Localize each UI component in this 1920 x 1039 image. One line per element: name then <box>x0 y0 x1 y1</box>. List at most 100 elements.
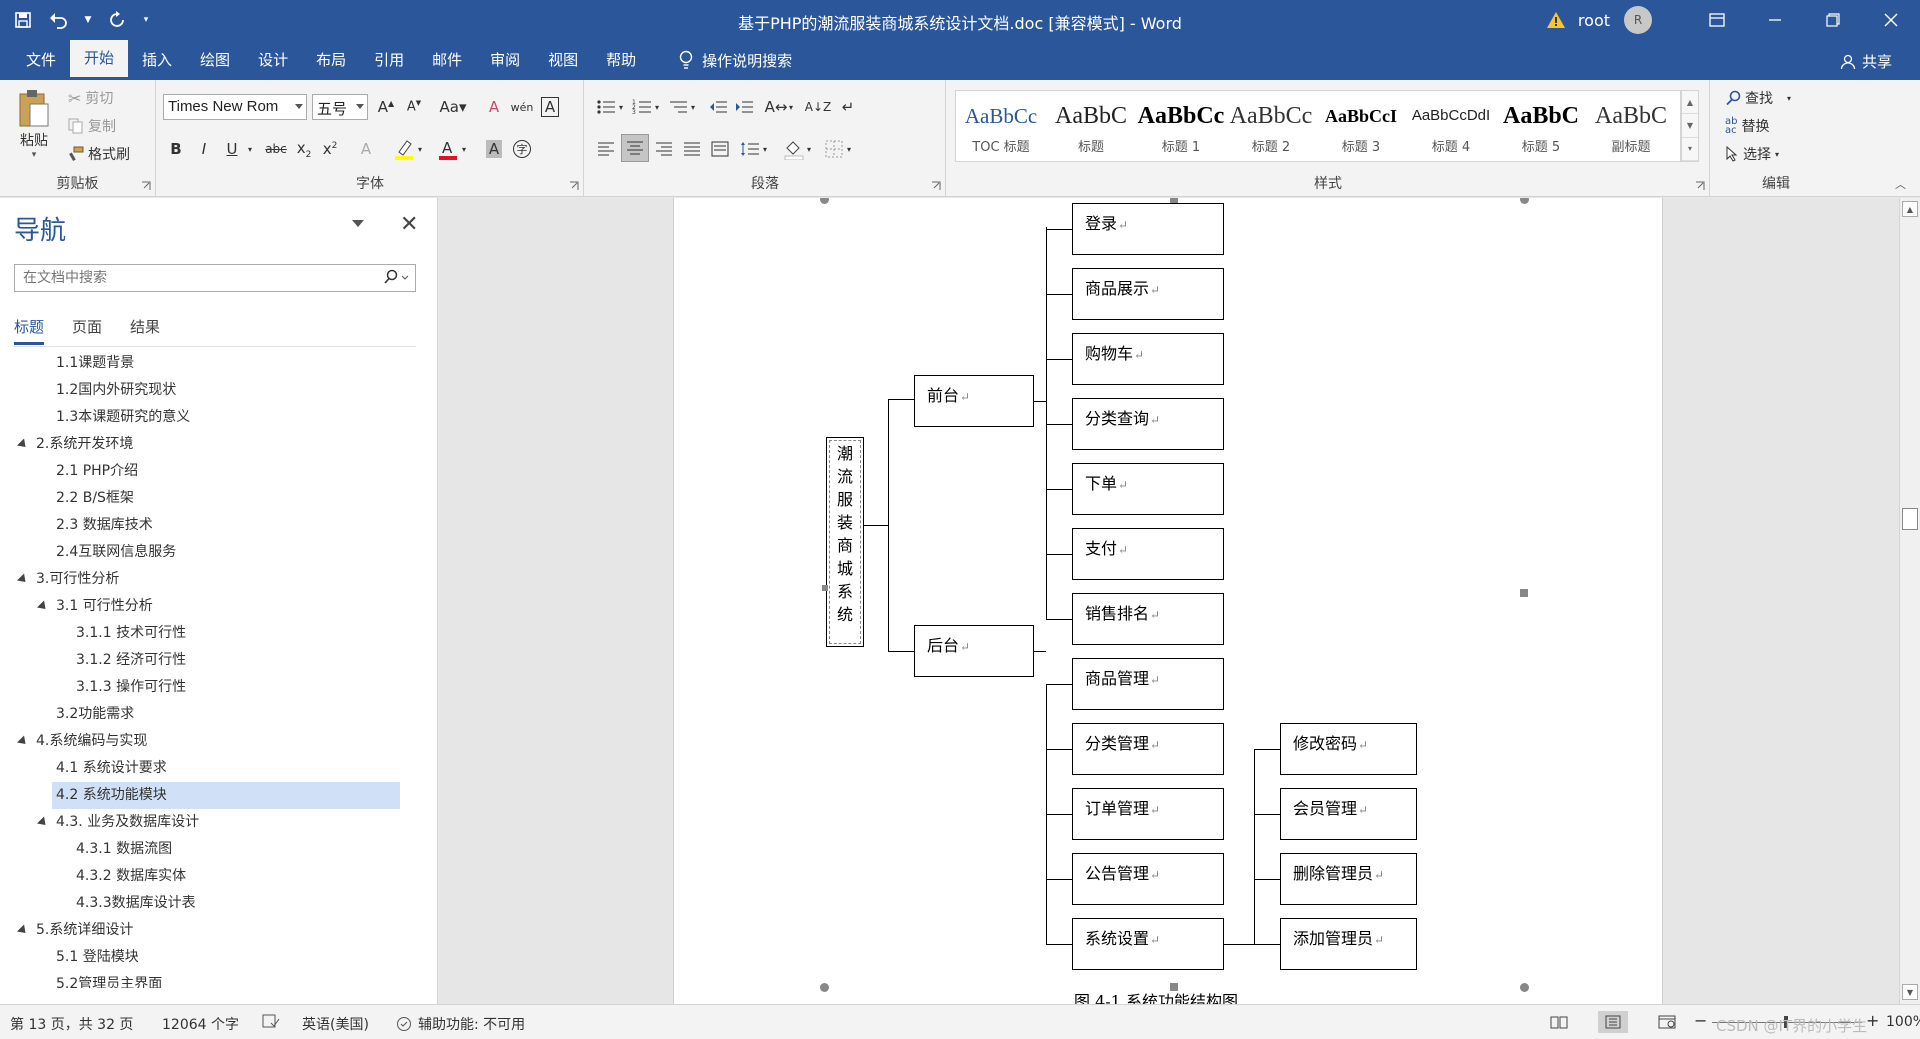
nav-search-input[interactable] <box>14 264 416 292</box>
scroll-down-button[interactable]: ▼ <box>1902 984 1918 1000</box>
numbering-dropdown[interactable]: ▾ <box>651 94 663 120</box>
selection-handle[interactable] <box>822 585 828 591</box>
tab-6[interactable]: 引用 <box>374 51 405 69</box>
undo-button[interactable] <box>44 6 74 34</box>
format-painter-button[interactable]: 格式刷 <box>68 144 130 164</box>
collapse-triangle-icon[interactable] <box>36 600 50 613</box>
settings-leaf-box[interactable]: 会员管理↵ <box>1280 788 1417 840</box>
selection-handle[interactable] <box>1170 983 1178 991</box>
superscript-button[interactable]: x2 <box>317 136 343 162</box>
redo-button[interactable] <box>102 6 132 34</box>
tab-0[interactable]: 文件 <box>26 51 57 69</box>
close-button[interactable] <box>1862 0 1920 40</box>
collapse-triangle-icon[interactable] <box>16 573 30 586</box>
bullets-dropdown[interactable]: ▾ <box>615 94 627 120</box>
line-spacing-button[interactable] <box>737 136 763 162</box>
nav-heading-item[interactable]: 2.系统开发环境 <box>0 431 438 458</box>
undo-dropdown[interactable]: ▼ <box>80 6 96 34</box>
styles-dialog-launcher-icon[interactable] <box>1695 181 1705 191</box>
underline-button[interactable]: U <box>219 136 245 162</box>
gallery-up-button[interactable]: ▲ <box>1682 91 1698 115</box>
selection-handle[interactable] <box>820 198 829 204</box>
word-count[interactable]: 12064 个字 <box>162 1014 239 1034</box>
tab-2[interactable]: 插入 <box>142 51 173 69</box>
nav-heading-item[interactable]: 4.3.2 数据库实体 <box>0 863 438 890</box>
tab-8[interactable]: 审阅 <box>490 51 521 69</box>
subscript-button[interactable]: x2 <box>291 136 317 162</box>
back-leaf-box[interactable]: 订单管理↵ <box>1072 788 1224 840</box>
front-node-box[interactable]: 前台↵ <box>914 375 1034 427</box>
read-mode-button[interactable] <box>1544 1011 1574 1033</box>
language-button[interactable]: 英语(美国) <box>302 1014 369 1034</box>
nav-heading-item[interactable]: 5.1 登陆模块 <box>0 944 438 971</box>
zoom-in-button[interactable]: + <box>1866 1011 1879 1030</box>
back-leaf-box[interactable]: 分类管理↵ <box>1072 723 1224 775</box>
front-leaf-box[interactable]: 支付↵ <box>1072 528 1224 580</box>
multilevel-list-dropdown[interactable]: ▾ <box>687 94 699 120</box>
highlight-dropdown[interactable]: ▾ <box>413 136 427 162</box>
user-name[interactable]: root <box>1577 10 1610 30</box>
proofing-button[interactable] <box>262 1014 280 1028</box>
customize-qat-button[interactable]: ▾ <box>138 6 154 34</box>
collapse-triangle-icon[interactable] <box>16 438 30 451</box>
justify-button[interactable] <box>679 136 705 162</box>
collapse-triangle-icon[interactable] <box>16 924 30 937</box>
grow-font-button[interactable]: A▲ <box>373 94 399 120</box>
settings-leaf-box[interactable]: 添加管理员↵ <box>1280 918 1417 970</box>
shading-dropdown[interactable]: ▾ <box>803 136 815 162</box>
tab-9[interactable]: 视图 <box>548 51 579 69</box>
character-border-button[interactable]: A <box>537 94 563 120</box>
nav-tab-0[interactable]: 标题 <box>14 316 45 345</box>
back-node-box[interactable]: 后台↵ <box>914 625 1034 677</box>
front-leaf-box[interactable]: 分类查询↵ <box>1072 398 1224 450</box>
sort-button[interactable]: A↓Z <box>805 94 831 120</box>
accessibility-button[interactable]: 辅助功能: 不可用 <box>396 1014 525 1034</box>
styles-gallery-scrollbar[interactable]: ▲ ▼ ▾ <box>1681 90 1699 162</box>
vertical-scrollbar[interactable]: ▲ ▼ <box>1899 198 1920 1004</box>
nav-heading-item[interactable]: 3.1 可行性分析 <box>0 593 438 620</box>
nav-heading-item[interactable]: 5.2管理员主界面 <box>0 971 438 988</box>
collapse-triangle-icon[interactable] <box>36 816 50 829</box>
settings-leaf-box[interactable]: 删除管理员↵ <box>1280 853 1417 905</box>
nav-heading-item[interactable]: 2.3 数据库技术 <box>0 512 438 539</box>
back-leaf-box[interactable]: 公告管理↵ <box>1072 853 1224 905</box>
scroll-thumb[interactable] <box>1902 508 1918 530</box>
print-layout-button[interactable] <box>1598 1011 1628 1033</box>
selection-handle[interactable] <box>820 983 829 992</box>
gallery-down-button[interactable]: ▼ <box>1682 114 1698 138</box>
nav-heading-item[interactable]: 3.1.2 经济可行性 <box>0 647 438 674</box>
web-layout-button[interactable] <box>1652 1011 1682 1033</box>
line-spacing-dropdown[interactable]: ▾ <box>759 136 771 162</box>
shrink-font-button[interactable]: A▼ <box>401 94 427 120</box>
front-leaf-box[interactable]: 购物车↵ <box>1072 333 1224 385</box>
nav-heading-item[interactable]: 2.2 B/S框架 <box>0 485 438 512</box>
front-leaf-box[interactable]: 登录↵ <box>1072 203 1224 255</box>
align-right-button[interactable] <box>651 136 677 162</box>
find-button[interactable]: 查找 ▾ <box>1725 88 1791 108</box>
show-marks-button[interactable]: ↵ <box>835 94 861 120</box>
tell-me-search[interactable]: 操作说明搜索 <box>678 40 792 80</box>
text-effects-button[interactable]: A <box>353 136 379 162</box>
tab-10[interactable]: 帮助 <box>606 51 637 69</box>
bullets-button[interactable] <box>593 94 619 120</box>
collapse-ribbon-button[interactable]: ︿ <box>1895 176 1906 192</box>
settings-leaf-box[interactable]: 修改密码↵ <box>1280 723 1417 775</box>
back-leaf-box[interactable]: 系统设置↵ <box>1072 918 1224 970</box>
strikethrough-button[interactable]: abc <box>263 136 289 162</box>
nav-heading-item[interactable]: 4.1 系统设计要求 <box>0 755 438 782</box>
enclose-characters-button[interactable]: 字 <box>509 136 535 162</box>
tab-5[interactable]: 布局 <box>316 51 347 69</box>
nav-heading-item[interactable]: 4.系统编码与实现 <box>0 728 438 755</box>
paste-button[interactable]: 粘贴 ▾ <box>16 88 52 160</box>
document-page[interactable]: 潮流服装商城系统前台↵后台↵登录↵商品展示↵购物车↵分类查询↵下单↵支付↵销售排… <box>673 198 1663 1004</box>
nav-heading-item[interactable]: 3.1.1 技术可行性 <box>0 620 438 647</box>
tab-7[interactable]: 邮件 <box>432 51 463 69</box>
scroll-up-button[interactable]: ▲ <box>1902 201 1918 217</box>
change-case-button[interactable]: Aa▾ <box>435 94 471 120</box>
